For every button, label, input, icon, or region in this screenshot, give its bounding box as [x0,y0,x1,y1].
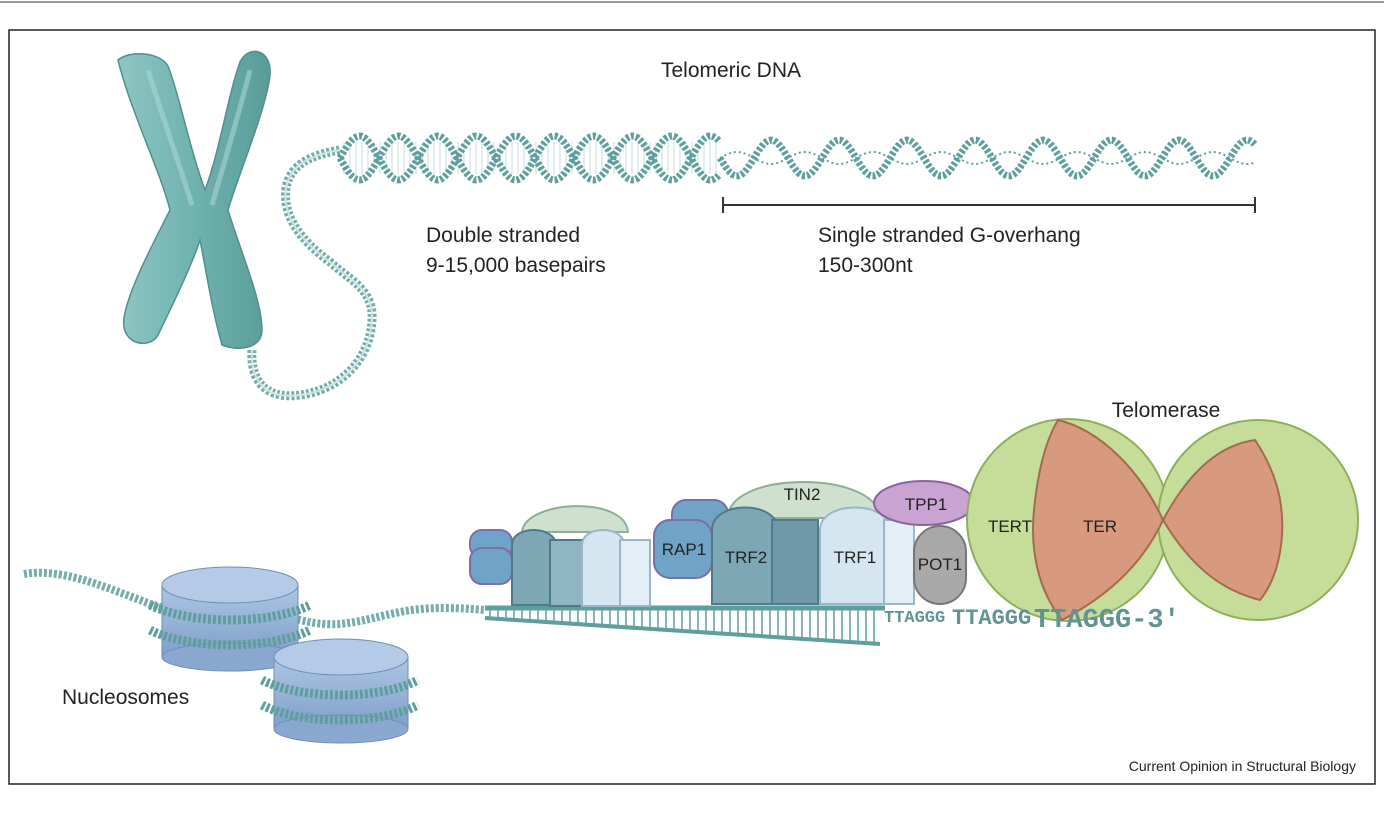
sequence-repeat-2: TTAGGG [952,606,1031,631]
diagram-title: Telomeric DNA [661,59,801,82]
nucleosomes-label: Nucleosomes [62,686,189,709]
single-strand [717,136,1259,180]
ter-domain-right [1161,438,1284,602]
chromosome [117,50,271,349]
telomerase-complex [966,418,1359,622]
ter-domain-left [1032,418,1165,622]
tin2-label: TIN2 [784,485,821,504]
shelterin-left-cap [520,505,630,533]
single-stranded-label: Single stranded G-overhang [818,224,1081,247]
single-stranded-wave [717,136,1259,180]
sequence-repeat-1: TTAGGG [884,609,945,628]
double-stranded-helix [336,132,723,184]
shelterin-left-small [469,529,513,585]
dna-ladder [484,605,885,646]
helix-strand-a [336,132,723,184]
tert-label: TERT [988,517,1032,536]
double-stranded-label: Double stranded [426,224,580,247]
ter-label: TER [1083,517,1117,536]
trf1-label: TRF1 [834,548,877,567]
nucleosome-1 [147,566,313,672]
pot1-label: POT1 [918,555,962,574]
sequence-repeat-3: TTAGGG-3′ [1034,606,1180,636]
telomerase-label: Telomerase [1112,399,1221,422]
source-credit: Current Opinion in Structural Biology [1129,758,1356,774]
nucleosome-2 [259,638,421,744]
helix-strand-b [336,132,723,184]
overhang-bracket [722,197,1256,213]
tpp1-label: TPP1 [905,495,948,514]
single-strand-shadow [719,151,1257,165]
trf2-protein [711,506,819,605]
trf2-label: TRF2 [725,548,768,567]
basepairs-label: 9-15,000 basepairs [426,254,606,277]
pot1-protein [913,525,967,605]
nucleotides-label: 150-300nt [818,254,913,277]
chromosome-dna-tail [247,145,377,401]
shelterin-left-pair [511,529,651,607]
rap1-label: RAP1 [662,540,706,559]
